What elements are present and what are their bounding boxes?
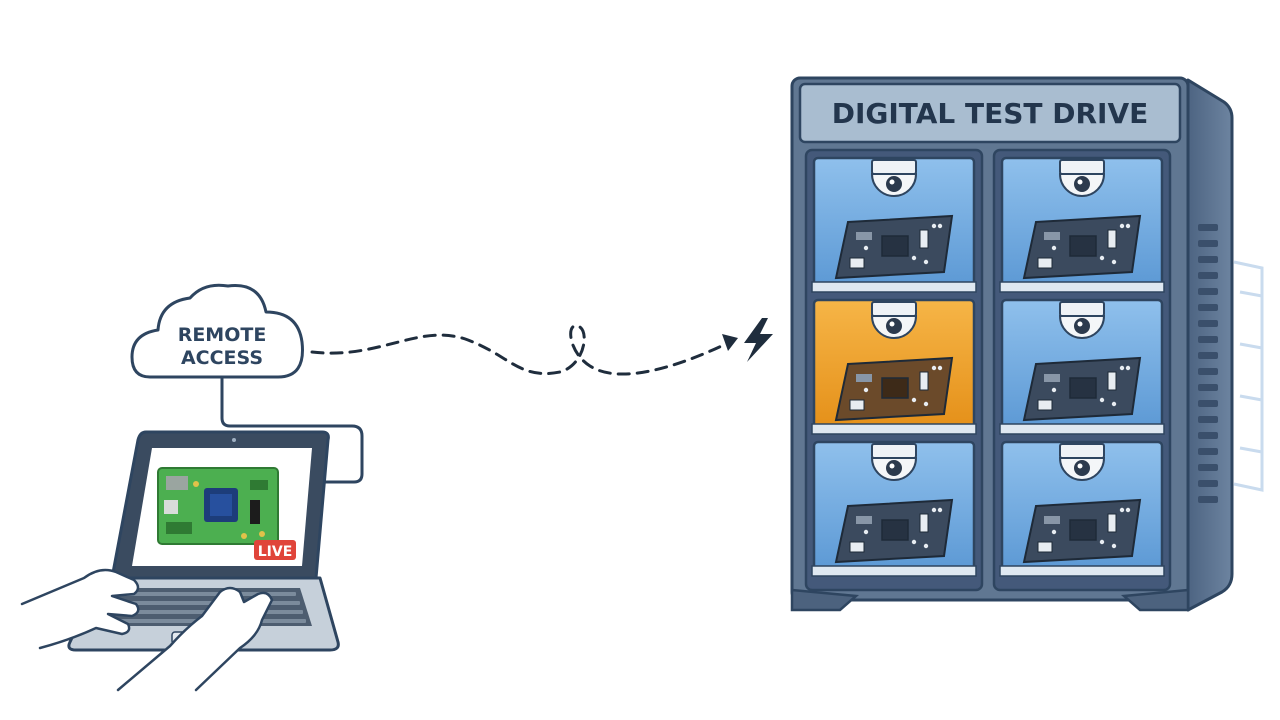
rack-foot-right bbox=[1120, 588, 1190, 612]
bay-shelf bbox=[999, 565, 1165, 577]
cloud-label-line2: ACCESS bbox=[181, 347, 263, 369]
test-bay-left-1 bbox=[811, 156, 977, 293]
test-bay-right-2 bbox=[999, 298, 1165, 435]
rack-side-panel bbox=[1186, 78, 1234, 612]
cloud-icon: REMOTE ACCESS bbox=[130, 283, 304, 379]
rack-bays bbox=[811, 156, 1165, 577]
circuit-board bbox=[834, 214, 954, 280]
dome-camera-icon bbox=[870, 443, 918, 481]
test-bay-left-3 bbox=[811, 440, 977, 577]
circuit-board bbox=[834, 498, 954, 564]
rack-header bbox=[798, 82, 1182, 144]
bay-shelf bbox=[811, 423, 977, 435]
lightning-bolt-icon bbox=[744, 318, 773, 362]
live-badge-label: LIVE bbox=[258, 544, 293, 560]
bay-shelf bbox=[999, 281, 1165, 293]
bay-shelf bbox=[999, 423, 1165, 435]
dome-camera-icon bbox=[1058, 443, 1106, 481]
cloud-laptop-cable bbox=[220, 378, 364, 484]
rack-title: DIGITAL TEST DRIVE bbox=[832, 97, 1149, 130]
test-bay-right-1 bbox=[999, 156, 1165, 293]
circuit-board bbox=[1022, 214, 1142, 280]
test-bay-right-3 bbox=[999, 440, 1165, 577]
bay-shelf bbox=[811, 565, 977, 577]
live-pcb-image bbox=[157, 467, 279, 545]
connection-arrowhead bbox=[722, 334, 738, 351]
dome-camera-icon bbox=[1058, 301, 1106, 339]
test-rack: DIGITAL TEST DRIVE bbox=[790, 76, 1264, 612]
connection-dashed-path bbox=[310, 324, 732, 376]
cloud-label-line1: REMOTE bbox=[178, 324, 267, 346]
circuit-board bbox=[1022, 356, 1142, 422]
rack-side-vents bbox=[1198, 224, 1218, 503]
circuit-board bbox=[834, 356, 954, 422]
bay-shelf bbox=[811, 281, 977, 293]
dome-camera-icon bbox=[870, 301, 918, 339]
circuit-board bbox=[1022, 498, 1142, 564]
typing-hands bbox=[20, 568, 274, 692]
dome-camera-icon bbox=[1058, 159, 1106, 197]
rack-foot-left bbox=[790, 588, 860, 612]
test-bay-left-2 bbox=[811, 298, 977, 435]
dome-camera-icon bbox=[870, 159, 918, 197]
rack-rear-fins bbox=[1233, 260, 1264, 492]
live-badge bbox=[254, 540, 296, 560]
